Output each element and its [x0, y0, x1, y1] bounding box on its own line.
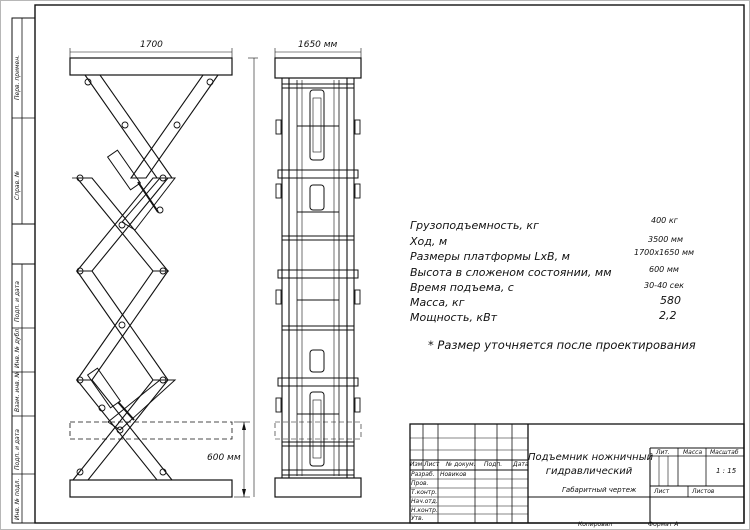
spec-label-capacity: Грузоподъемность, кг [410, 219, 539, 232]
dimension-folded-height: 600 мм [207, 453, 241, 463]
scissor-side-view [69, 48, 258, 498]
dimension-left-width: 1700 [140, 40, 163, 50]
tb-col-list: Лист [424, 461, 440, 468]
tb-massa: Масса [683, 449, 703, 456]
spec-label-lift-time: Время подъема, с [410, 281, 514, 294]
folded-platform [69, 421, 233, 440]
tb-row-nkontr: Н.контр. [411, 507, 438, 514]
tb-col-doc: № докум. [446, 461, 476, 468]
tb-scale-value: 1 : 15 [716, 467, 737, 475]
tb-sheets: Листов [692, 488, 715, 495]
spec-value-mass: 580 [660, 294, 681, 307]
spec-value-platform-size: 1700x1650 мм [634, 248, 695, 257]
side-label-inv-podl: Инв. № подл. [14, 478, 21, 520]
spec-label-platform-size: Размеры платформы LxB, м [410, 250, 570, 263]
tb-row-nach: Нач.отд. [411, 498, 438, 505]
tb-row-razrab: Разраб. [411, 471, 435, 478]
side-strip [11, 17, 36, 524]
tb-masshtab: Масштаб [710, 449, 739, 456]
side-label-podp1: Подп. и дата [14, 281, 21, 322]
tb-row-tkontr: Т.контр. [411, 489, 438, 496]
tb-col-izm: Изм. [410, 461, 425, 468]
side-label-podp2: Подп. и дата [14, 429, 21, 470]
side-label-inv-dubl: Инв. № дубл. [14, 326, 21, 368]
top-platform [69, 57, 233, 76]
inner-frame [34, 4, 745, 524]
tb-row-prov: Пров. [411, 480, 429, 487]
tb-copied: Копировал [578, 521, 613, 528]
spec-label-power: Мощность, кВт [410, 311, 498, 324]
dimension-right-width: 1650 мм [298, 40, 338, 50]
spec-label-folded-height: Высота в сложеном состоянии, мм [410, 266, 612, 279]
tb-col-data: Дата [513, 461, 529, 468]
title-block-grid [409, 423, 745, 524]
side-label-vzam: Взам. инв. № [14, 371, 21, 412]
tb-subtitle: Габаритный чертеж [562, 486, 637, 494]
tb-lit: Лит. [656, 449, 670, 456]
spec-value-lift-time: 30-40 сек [644, 281, 684, 290]
spec-label-stroke: Ход, м [410, 235, 448, 248]
side-label-perv: Перв. примен. [14, 54, 21, 100]
spec-value-stroke: 3500 мм [648, 235, 683, 244]
tb-title-line2: гидравлический [545, 466, 633, 477]
tb-col-podp: Подп. [484, 461, 503, 468]
tb-row-utv: Утв. [411, 515, 424, 522]
tb-sheet: Лист [654, 488, 670, 495]
spec-value-capacity: 400 кг [651, 216, 678, 225]
spec-label-mass: Масса, кг [410, 296, 465, 309]
tb-razrab-name: Новиков [440, 471, 467, 478]
spec-value-folded-height: 600 мм [649, 265, 679, 274]
side-label-sprav: Справ. № [14, 170, 21, 200]
tb-title-line1: Подъемник ножничный [528, 452, 654, 463]
spec-value-power: 2,2 [659, 309, 677, 322]
tb-format: Формат A [648, 521, 679, 528]
scissor-front-view [274, 48, 362, 498]
design-note: * Размер уточняется после проектирования [428, 338, 696, 352]
base-frame [69, 479, 233, 498]
